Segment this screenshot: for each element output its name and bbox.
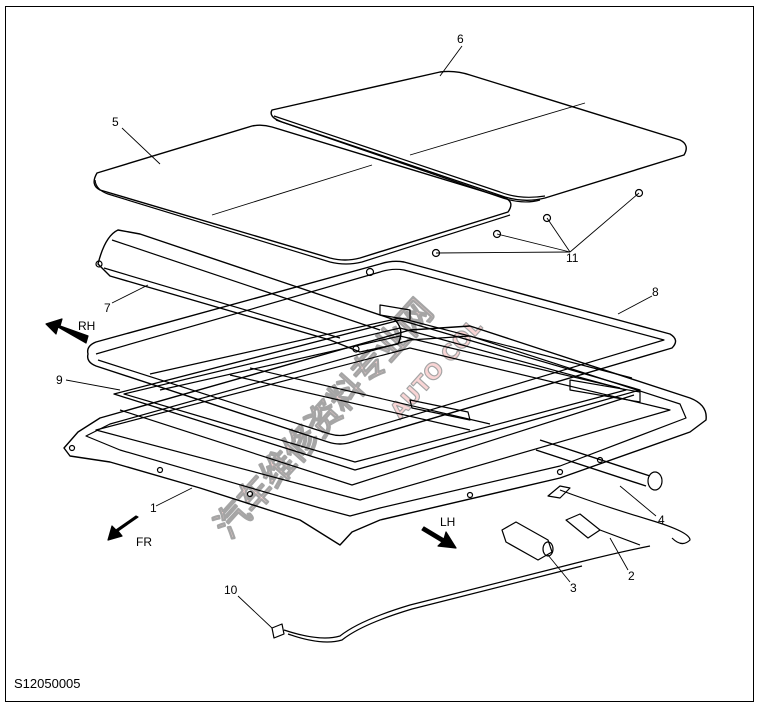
figure-code: S12050005 <box>14 676 81 691</box>
callout-4: 4 <box>658 513 665 527</box>
callout-1: 1 <box>150 501 157 515</box>
nuts-11 <box>365 188 644 277</box>
wind-deflector-7 <box>95 229 402 353</box>
seal-8 <box>86 260 677 445</box>
base-frame-1 <box>63 325 707 546</box>
connector-3 <box>501 521 554 561</box>
label-fr: FR <box>136 535 152 549</box>
arrow-fr-icon <box>107 515 139 541</box>
glass-panel-5 <box>93 124 512 265</box>
figure-frame <box>5 6 754 702</box>
harness-10 <box>271 545 651 643</box>
arrow-rh-icon <box>45 318 89 344</box>
callout-2: 2 <box>628 569 635 583</box>
guide-rails <box>149 304 641 431</box>
callout-9: 9 <box>56 373 63 387</box>
arrow-lh-icon <box>421 526 457 549</box>
leader-lines <box>65 45 657 629</box>
drain-tube-4 <box>535 439 663 499</box>
callout-7: 7 <box>104 301 111 315</box>
callout-11: 11 <box>566 251 579 265</box>
callout-6: 6 <box>457 32 464 46</box>
label-lh: LH <box>440 515 455 529</box>
callout-5: 5 <box>112 115 119 129</box>
callout-3: 3 <box>570 581 577 595</box>
glass-panel-6 <box>270 70 687 203</box>
callout-8: 8 <box>652 285 659 299</box>
cable-2 <box>559 489 691 546</box>
label-rh: RH <box>78 319 95 333</box>
callout-10: 10 <box>224 583 238 597</box>
